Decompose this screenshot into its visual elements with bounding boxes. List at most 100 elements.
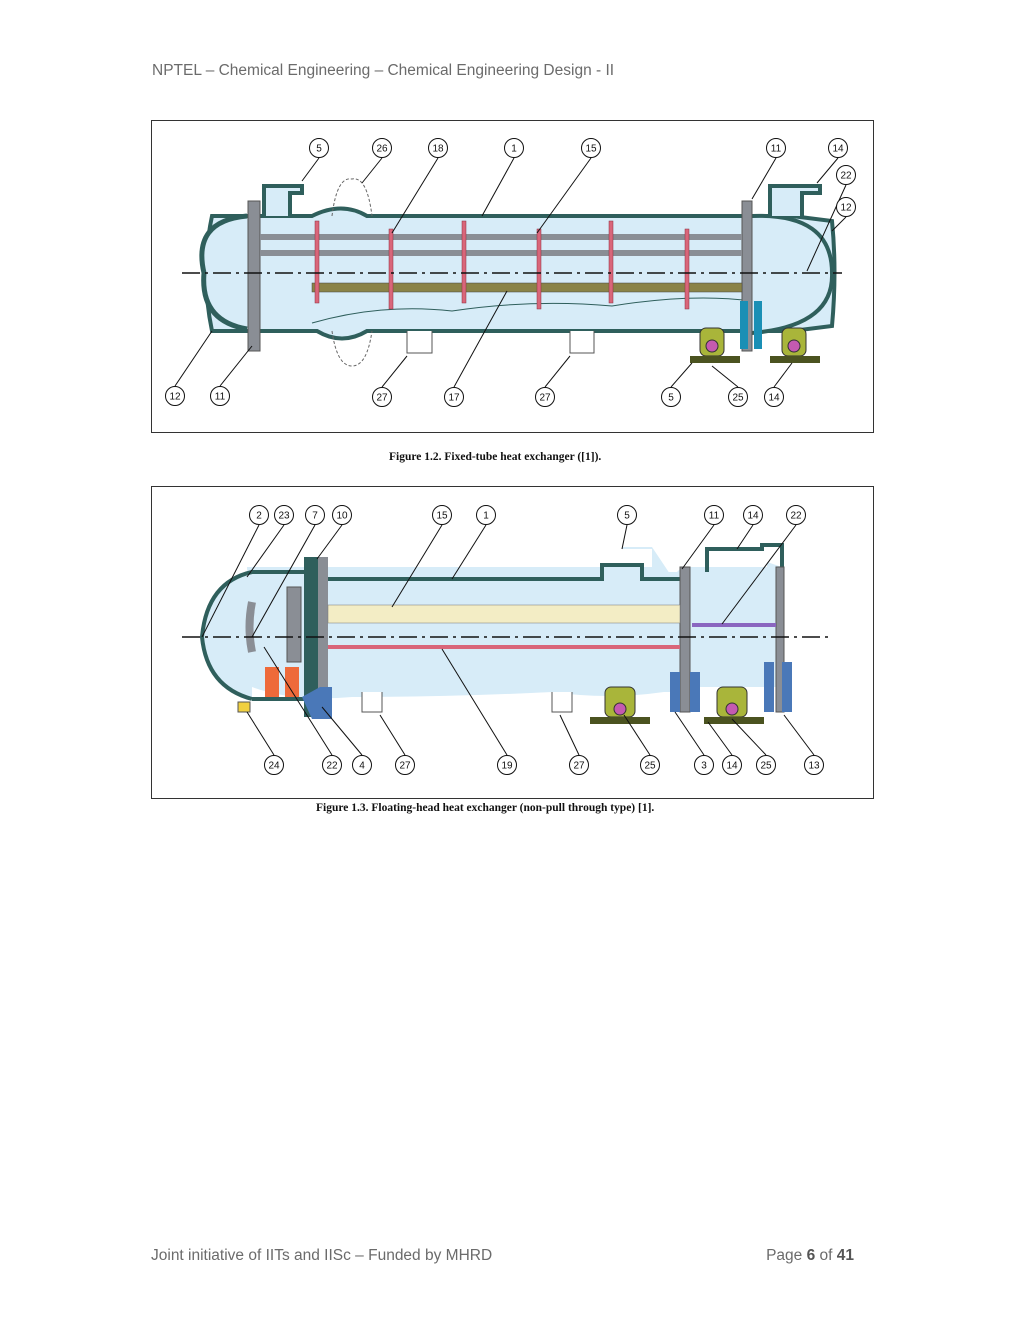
callout-number: 25 [644, 761, 656, 772]
callout-number: 27 [539, 393, 551, 404]
callout-number: 25 [760, 761, 772, 772]
leader-line [361, 157, 383, 184]
callout-circle [210, 386, 230, 406]
callout-circle [264, 755, 284, 775]
leader-line [536, 157, 592, 234]
leader-line [670, 362, 693, 388]
callout-number: 5 [624, 511, 630, 522]
tubes [327, 604, 681, 624]
callout-number: 15 [436, 511, 448, 522]
callout-14: 14 [736, 505, 763, 550]
callout-1: 1 [451, 505, 496, 580]
callout-number: 25 [732, 393, 744, 404]
callout-number: 12 [840, 203, 852, 214]
callout-11: 11 [751, 138, 786, 200]
callout-number: 14 [832, 144, 844, 155]
callout-number: 17 [448, 393, 460, 404]
callout-14: 14 [764, 362, 793, 407]
callout-circle [249, 505, 269, 525]
leader-line [246, 711, 275, 756]
callout-circle [766, 138, 786, 158]
callout-25: 25 [731, 718, 776, 775]
leader-line [451, 524, 487, 580]
callout-circle [322, 755, 342, 775]
callout-27: 27 [535, 355, 571, 407]
leader-line [707, 721, 733, 756]
callout-2: 2 [201, 505, 269, 638]
callout-number: 27 [376, 393, 388, 404]
callout-circle [372, 138, 392, 158]
callout-number: 1 [483, 511, 489, 522]
callout-15: 15 [391, 505, 452, 608]
callout-14: 14 [707, 721, 742, 775]
leader-line [831, 216, 847, 232]
callout-circle [694, 755, 714, 775]
leader-line [441, 648, 508, 756]
callout-13: 13 [783, 714, 824, 775]
callout-circle [836, 165, 856, 185]
leader-line [301, 157, 320, 182]
callout-3: 3 [674, 711, 714, 775]
page-total: 41 [836, 1247, 854, 1264]
callout-11: 11 [210, 345, 253, 406]
callout-number: 22 [326, 761, 338, 772]
page-header: NPTEL – Chemical Engineering – Chemical … [152, 62, 615, 79]
callout-5: 5 [301, 138, 329, 182]
callout-17: 17 [444, 290, 508, 407]
callout-circle [165, 386, 185, 406]
leader-line [721, 524, 797, 625]
callout-circle [444, 387, 464, 407]
leader-line [263, 646, 333, 756]
callout-14: 14 [816, 138, 848, 184]
callout-circle [743, 505, 763, 525]
callout-27: 27 [559, 714, 589, 775]
leader-line [816, 157, 839, 184]
callout-circle [704, 505, 724, 525]
callout-22: 22 [806, 165, 856, 272]
callout-number: 14 [768, 393, 780, 404]
callout-number: 3 [701, 761, 707, 772]
leader-line [316, 524, 343, 560]
callout-number: 11 [215, 392, 226, 403]
page-prefix: Page [766, 1247, 807, 1264]
nozzle-left-top [262, 184, 304, 216]
leader-line [321, 706, 363, 756]
callout-number: 19 [501, 761, 513, 772]
leader-line [621, 524, 628, 550]
leader-line [731, 718, 767, 756]
callout-23: 23 [246, 505, 294, 578]
leader-line [559, 714, 580, 756]
figure-caption-2: Figure 1.3. Floating-head heat exchanger… [316, 802, 655, 814]
tie-rod [311, 282, 743, 293]
callout-circle [504, 138, 524, 158]
callout-circle [372, 387, 392, 407]
callout-circle [535, 387, 555, 407]
callout-25: 25 [711, 365, 748, 407]
leader-line [681, 524, 715, 570]
leader-line [453, 290, 508, 388]
leader-line [201, 524, 260, 638]
callout-number: 14 [747, 511, 759, 522]
callout-7: 7 [251, 505, 325, 638]
callout-number: 13 [808, 761, 820, 772]
callout-22: 22 [721, 505, 806, 625]
callout-circle [352, 755, 372, 775]
right-head [751, 213, 835, 335]
callout-number: 27 [399, 761, 411, 772]
callout-circle [476, 505, 496, 525]
baffles [314, 220, 690, 310]
callout-number: 11 [709, 511, 720, 522]
callout-24: 24 [246, 711, 284, 775]
callout-circle [804, 755, 824, 775]
callout-circle [305, 505, 325, 525]
callout-circle [836, 197, 856, 217]
callout-circle [497, 755, 517, 775]
callout-circle [428, 138, 448, 158]
callout-5: 5 [617, 505, 637, 550]
leader-line [736, 524, 754, 550]
callout-11: 11 [681, 505, 724, 570]
callout-22: 22 [263, 646, 342, 775]
figure-caption-1: Figure 1.2. Fixed-tube heat exchanger ([… [389, 451, 602, 463]
leader-line [174, 330, 213, 387]
